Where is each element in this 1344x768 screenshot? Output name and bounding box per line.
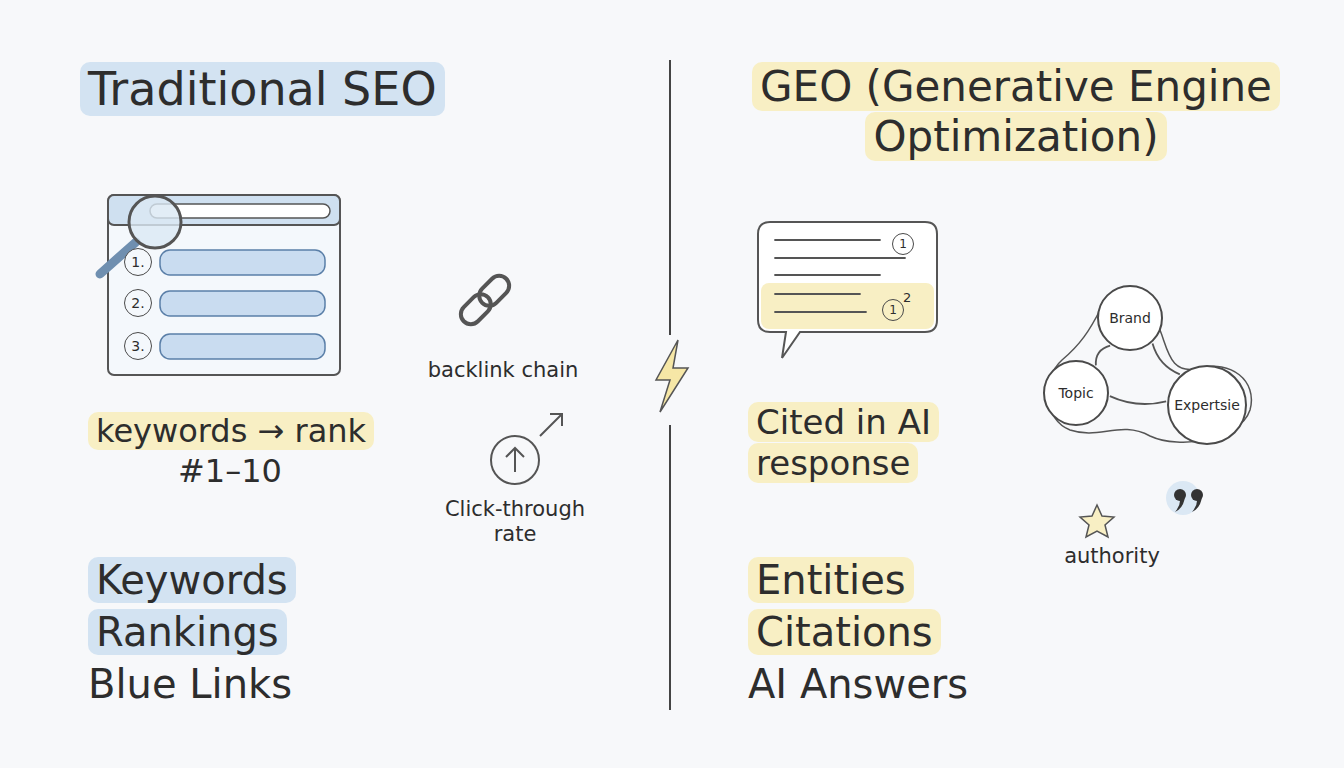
citation-number: 1 (882, 299, 904, 321)
keyword-term-wrap: Citations (748, 608, 1148, 656)
keyword-term: Blue Links (88, 661, 292, 707)
icon-label: backlink chain (428, 358, 579, 382)
entity-circle: Expertsie (1167, 365, 1247, 445)
keyword-term-wrap: Entities (748, 556, 1148, 604)
entity-link (1153, 343, 1180, 374)
node-text: 1. (131, 254, 144, 270)
keyword-term: Keywords (88, 557, 296, 603)
keyword-term: Rankings (88, 609, 287, 655)
metric-label: #1–10 (178, 452, 282, 490)
metric-label-wrap: keywords → rank (88, 412, 418, 450)
section-title-wrap: Traditional SEO (80, 62, 580, 117)
metric-label: Cited in AI response (748, 402, 939, 483)
keyword-term: Entities (748, 557, 914, 603)
star-icon (1080, 505, 1114, 537)
icon-label: authority (1064, 544, 1160, 568)
entity-circle: Topic (1043, 360, 1109, 426)
section-title: Traditional SEO (80, 62, 445, 116)
rank-number: 2. (124, 289, 152, 317)
entity-link (1110, 396, 1166, 404)
browser-window (108, 195, 340, 375)
metric-label-wrap: #1–10 (130, 452, 330, 490)
result-pill (160, 291, 325, 316)
superscript-number: 2 (903, 290, 911, 305)
icon-label: Click-through rate (445, 497, 585, 546)
chat-highlight (761, 283, 934, 329)
keyword-term-wrap: Keywords (88, 556, 488, 604)
node-text: 1 (899, 237, 907, 251)
node-text: Topic (1058, 385, 1093, 401)
rank-number: 1. (124, 248, 152, 276)
divider (669, 60, 671, 335)
trend-arrow (540, 414, 562, 436)
click-icon (491, 436, 539, 484)
node-text: 1 (889, 303, 897, 317)
rank-number: 3. (124, 332, 152, 360)
up-arrow (506, 448, 524, 472)
metric-label-wrap: Cited in AI response (748, 402, 1010, 484)
quote-mark (1174, 489, 1203, 512)
node-text: 3. (131, 338, 144, 354)
keyword-term-wrap: Rankings (88, 608, 488, 656)
superscript-number-wrap: 2 (903, 290, 923, 306)
node-text: Brand (1109, 310, 1151, 326)
result-pill (160, 250, 325, 275)
section-title: GEO (Generative Engine Optimization) (752, 62, 1280, 161)
section-title-wrap: GEO (Generative Engine Optimization) (720, 62, 1312, 163)
icon-label-wrap: backlink chain (403, 358, 603, 383)
entity-circle: Brand (1097, 285, 1163, 351)
entity-link (1096, 346, 1110, 366)
keyword-term-wrap: AI Answers (748, 660, 1148, 708)
icon-label-wrap: authority (1032, 544, 1192, 569)
divider (669, 425, 671, 710)
icon-label-wrap: Click-through rate (425, 497, 605, 547)
keyword-term: AI Answers (748, 661, 968, 707)
chat-bubble (758, 222, 937, 358)
keyword-term-wrap: Blue Links (88, 660, 488, 708)
citation-number: 1 (892, 233, 914, 255)
lightning (656, 340, 688, 412)
node-text: 2. (131, 295, 144, 311)
result-pill (160, 334, 325, 359)
link-icon (457, 272, 514, 329)
keyword-term: Citations (748, 609, 941, 655)
magnifier-lens (129, 196, 181, 248)
metric-label: keywords → rank (88, 412, 374, 450)
node-text: Expertsie (1174, 397, 1240, 413)
